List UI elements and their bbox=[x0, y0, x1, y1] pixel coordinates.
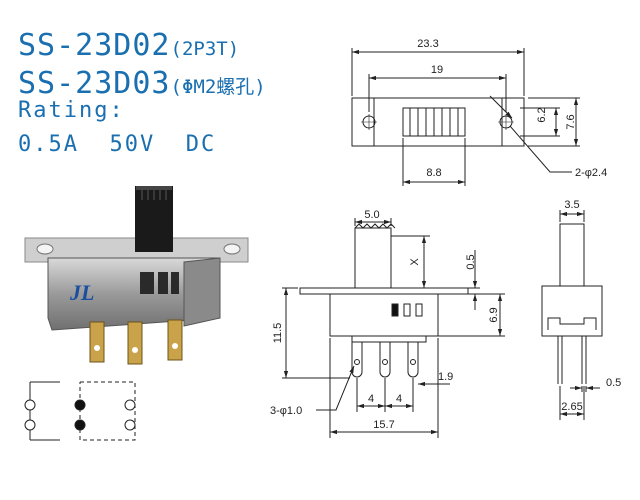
dim-outer-height: 7.6 bbox=[565, 114, 577, 129]
dim-stroke: X bbox=[409, 258, 421, 266]
dim-pin-pitch-2: 4 bbox=[396, 393, 402, 405]
dim-total-height: 11.5 bbox=[272, 323, 284, 344]
dim-plate-thickness: 0.5 bbox=[465, 254, 477, 269]
dim-hole-pitch: 19 bbox=[431, 64, 443, 76]
dim-side-actuator-width: 3.5 bbox=[564, 199, 579, 211]
dim-pin-spacing: 2.65 bbox=[561, 401, 582, 413]
dim-slider-width: 8.8 bbox=[426, 167, 441, 179]
side-view-drawing bbox=[541, 210, 603, 420]
model-title-2: SS-23D03(ΦM2螺孔) bbox=[18, 66, 266, 101]
dim-pin-holes: 3-φ1.0 bbox=[270, 405, 302, 417]
dim-actuator-width: 5.0 bbox=[364, 209, 379, 221]
front-view-drawing bbox=[282, 218, 505, 438]
brand-logo: JL bbox=[69, 280, 94, 305]
dim-pin-pitch-1: 4 bbox=[368, 393, 374, 405]
dim-body-length: 15.7 bbox=[373, 419, 394, 431]
model-title-1: SS-23D02(2P3T) bbox=[18, 28, 240, 63]
switch-photo: JL bbox=[24, 186, 249, 365]
top-view-drawing bbox=[351, 48, 580, 186]
rating-label: Rating: bbox=[18, 98, 125, 123]
dim-overall-width: 23.3 bbox=[417, 38, 438, 50]
dim-pin-width: 0.5 bbox=[606, 377, 621, 389]
rating-value: 0.5A 50V DC bbox=[18, 132, 217, 157]
dim-pin-offset: 1.9 bbox=[438, 371, 453, 383]
dim-mount-holes: 2-φ2.4 bbox=[575, 167, 607, 179]
dim-inner-height: 6.2 bbox=[536, 107, 548, 122]
circuit-schematic bbox=[24, 381, 136, 441]
dim-body-height: 6.9 bbox=[488, 307, 500, 322]
